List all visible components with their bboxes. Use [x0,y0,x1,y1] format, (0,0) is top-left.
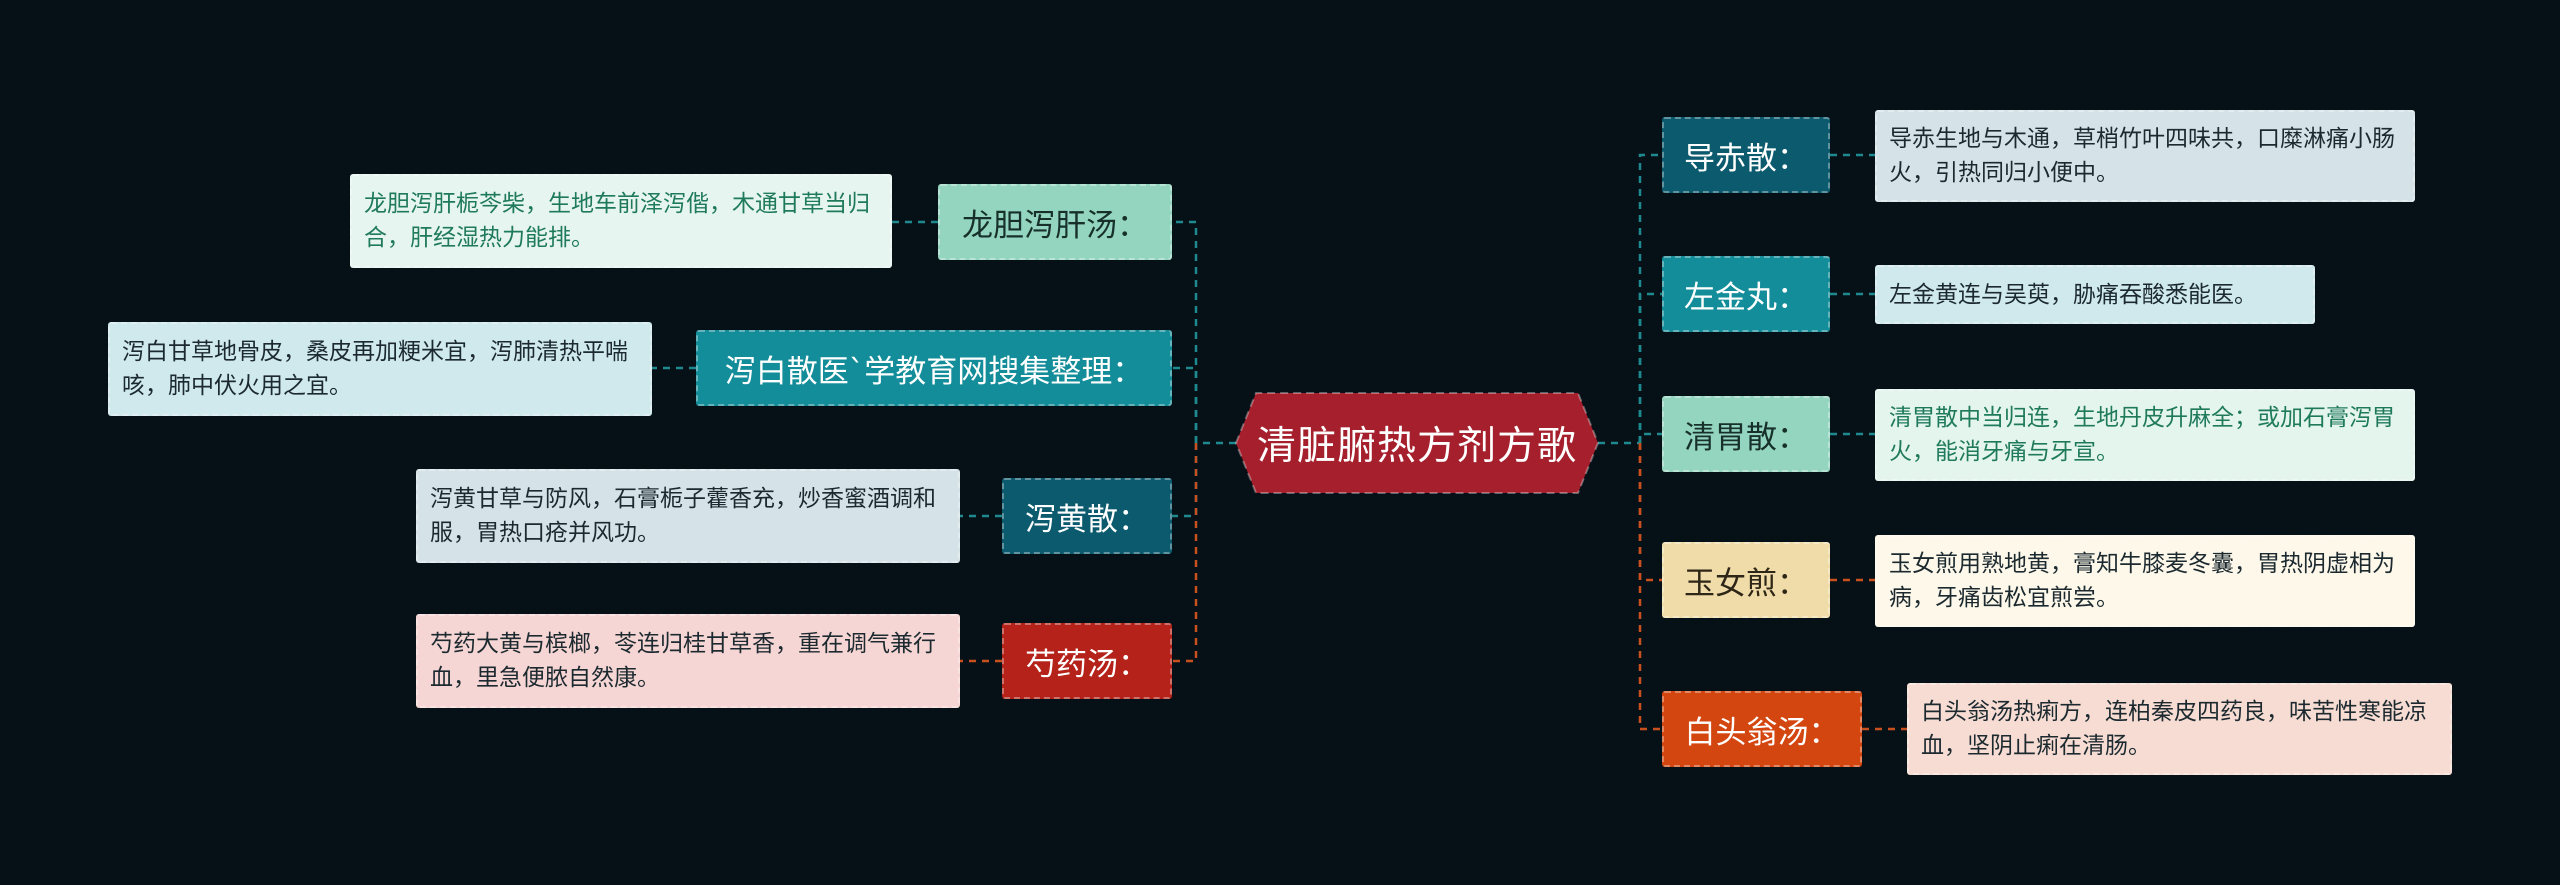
connector-right-topic [1638,432,1662,443]
detail-text: 玉女煎用熟地黄，膏知牛膝麦冬囊，胃热阴虚相为病，牙痛齿松宜煎尝。 [1889,551,2395,611]
topic-baitouwengtang[interactable]: 白头翁汤： [1662,691,1862,767]
central-topic-label: 清脏腑热方剂方歌 [1256,424,1577,469]
detail-zuojinwan[interactable]: 左金黄连与吴萸，胁痛吞酸悉能医。 [1875,265,2315,324]
topic-label: 泻黄散： [1025,501,1149,538]
topic-qingweisan[interactable]: 清胃散： [1662,396,1830,472]
detail-baitouwengtang[interactable]: 白头翁汤热痢方，连柏秦皮四药良，味苦性寒能凉血，坚阴止痢在清肠。 [1907,683,2452,775]
detail-text: 泻黄甘草与防风，石膏栀子藿香充，炒香蜜酒调和服，胃热口疮并风功。 [430,486,936,546]
connector-right-topic [1638,153,1662,443]
connector-left-topic [1172,220,1198,443]
topic-label: 芍药汤： [1025,646,1149,683]
topic-yunujian[interactable]: 玉女煎： [1662,542,1830,618]
detail-qingweisan[interactable]: 清胃散中当归连，生地丹皮升麻全；或加石膏泻胃火，能消牙痛与牙宣。 [1875,389,2415,481]
connector-right-topic [1638,443,1662,582]
topic-daochisan[interactable]: 导赤散： [1662,117,1830,193]
detail-text: 龙胆泻肝栀芩柴，生地车前泽泻偕，木通甘草当归合，肝经湿热力能排。 [364,191,870,251]
central-topic[interactable]: 清脏腑热方剂方歌 [1218,391,1616,495]
detail-text: 芍药大黄与槟榔，苓连归桂甘草香，重在调气兼行血，里急便脓自然康。 [430,631,936,691]
detail-xiebaisan[interactable]: 泻白甘草地骨皮，桑皮再加粳米宜，泻肺清热平喘咳，肺中伏火用之宜。 [108,322,652,416]
connector-right-topic [1638,292,1662,443]
connector-left-topic [1172,443,1198,518]
detail-yunujian[interactable]: 玉女煎用熟地黄，膏知牛膝麦冬囊，胃热阴虚相为病，牙痛齿松宜煎尝。 [1875,535,2415,627]
detail-text: 导赤生地与木通，草梢竹叶四味共，口糜淋痛小肠火，引热同归小便中。 [1889,126,2395,186]
topic-label: 左金丸： [1684,279,1808,316]
topic-label: 泻白散医`学教育网搜集整理： [724,353,1144,390]
topic-label: 清胃散： [1684,419,1808,456]
detail-longdanxieganztang[interactable]: 龙胆泻肝栀芩柴，生地车前泽泻偕，木通甘草当归合，肝经湿热力能排。 [350,174,892,268]
topic-label: 白头翁汤： [1684,714,1840,751]
topic-longdanxieganztang[interactable]: 龙胆泻肝汤： [938,184,1172,260]
topic-xiebaisan[interactable]: 泻白散医`学教育网搜集整理： [696,330,1172,406]
connector-right-topic [1638,443,1662,731]
detail-xiehuangsan[interactable]: 泻黄甘草与防风，石膏栀子藿香充，炒香蜜酒调和服，胃热口疮并风功。 [416,469,960,563]
topic-label: 玉女煎： [1684,565,1808,602]
detail-text: 左金黄连与吴萸，胁痛吞酸悉能医。 [1889,281,2257,308]
detail-text: 清胃散中当归连，生地丹皮升麻全；或加石膏泻胃火，能消牙痛与牙宣。 [1889,405,2395,465]
topic-label: 龙胆泻肝汤： [962,207,1148,244]
connector-left-topic [1172,366,1198,443]
detail-daochisan[interactable]: 导赤生地与木通，草梢竹叶四味共，口糜淋痛小肠火，引热同归小便中。 [1875,110,2415,202]
topic-xiehuangsan[interactable]: 泻黄散： [1002,478,1172,554]
connector-left-topic [1172,443,1198,663]
detail-text: 白头翁汤热痢方，连柏秦皮四药良，味苦性寒能凉血，坚阴止痢在清肠。 [1921,699,2427,759]
topic-shaoyaotang[interactable]: 芍药汤： [1002,623,1172,699]
topic-label: 导赤散： [1684,140,1808,177]
detail-shaoyaotang[interactable]: 芍药大黄与槟榔，苓连归桂甘草香，重在调气兼行血，里急便脓自然康。 [416,614,960,708]
topic-zuojinwan[interactable]: 左金丸： [1662,256,1830,332]
central-hexagon-shape [1234,392,1600,494]
detail-text: 泻白甘草地骨皮，桑皮再加粳米宜，泻肺清热平喘咳，肺中伏火用之宜。 [122,339,628,399]
